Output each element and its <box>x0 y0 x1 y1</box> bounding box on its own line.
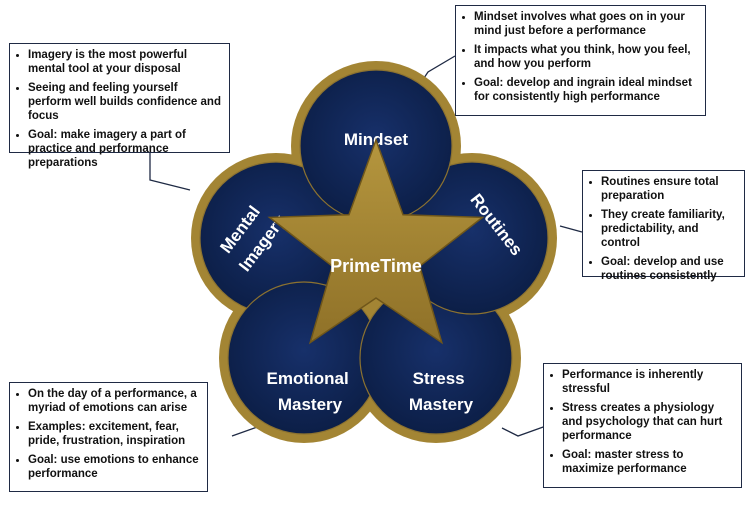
callout-routines-item: Goal: develop and use routines consisten… <box>601 255 738 283</box>
callout-mindset-item: Goal: develop and ingrain ideal mindset … <box>474 76 699 104</box>
petal-circles <box>199 69 549 435</box>
callout-mental: Imagery is the most powerful mental tool… <box>9 43 230 169</box>
callout-routines: Routines ensure total preparation They c… <box>582 170 745 282</box>
connector-routines <box>559 225 583 233</box>
callout-emotional: On the day of a performance, a myriad of… <box>9 382 208 492</box>
callout-emotional-item: Goal: use emotions to enhance performanc… <box>28 453 201 481</box>
center-label: PrimeTime <box>330 256 422 276</box>
callout-stress-item: Performance is inherently stressful <box>562 368 735 396</box>
callout-routines-item: Routines ensure total preparation <box>601 175 738 203</box>
connector-stress <box>501 425 547 437</box>
callout-mindset-item: It impacts what you think, how you feel,… <box>474 43 699 71</box>
callout-mental-item: Seeing and feeling yourself perform well… <box>28 81 223 123</box>
callout-mental-item: Goal: make imagery a part of practice an… <box>28 128 223 170</box>
petal-label-emotional: Emotional Mastery <box>267 369 354 414</box>
connector-mental <box>149 152 191 191</box>
callout-mindset: Mindset involves what goes on in your mi… <box>455 5 706 116</box>
callout-emotional-item: Examples: excitement, fear, pride, frust… <box>28 420 201 448</box>
callout-routines-item: They create familiarity, predictability,… <box>601 208 738 250</box>
callout-stress-item: Goal: master stress to maximize performa… <box>562 448 735 476</box>
callout-mindset-item: Mindset involves what goes on in your mi… <box>474 10 699 38</box>
callout-emotional-item: On the day of a performance, a myriad of… <box>28 387 201 415</box>
center-star <box>267 137 485 345</box>
callout-stress: Performance is inherently stressful Stre… <box>543 363 742 488</box>
petal-label-stress: Stress Mastery <box>409 369 474 414</box>
callout-stress-item: Stress creates a physiology and psycholo… <box>562 401 735 443</box>
callout-mental-item: Imagery is the most powerful mental tool… <box>28 48 223 76</box>
